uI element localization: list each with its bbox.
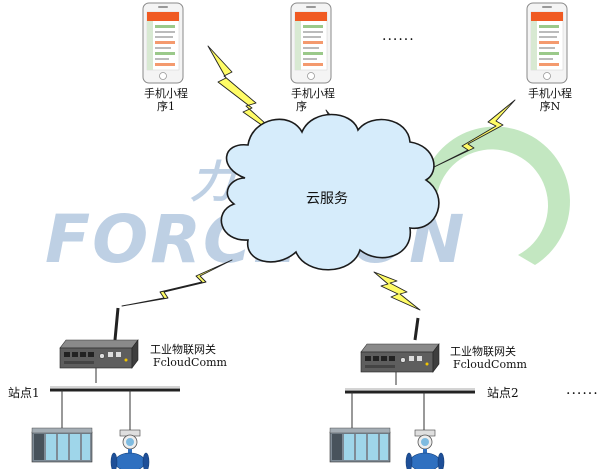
gateway-2 — [360, 317, 440, 373]
plc-2 — [329, 427, 391, 463]
cloud-label: 云服务 — [306, 191, 348, 207]
phone-1 — [142, 2, 184, 84]
phone-2 — [290, 2, 332, 84]
phones-ellipsis: ...... — [382, 28, 415, 44]
gateway-2-label: 工业物联网关 FcloudComm — [450, 345, 527, 371]
station-2-label: 站点2 — [487, 386, 519, 400]
gateway-1 — [59, 307, 139, 369]
phone-1-label: 手机小程 序1 — [144, 87, 188, 113]
station-2-network — [345, 372, 475, 432]
phone-2-label: 手机小程 序 — [291, 87, 335, 113]
bolt-gw2-cloud — [373, 271, 421, 311]
stations-ellipsis: ...... — [566, 382, 599, 398]
flowmeter-1 — [110, 429, 150, 469]
cloud — [220, 113, 440, 271]
station-1-network — [50, 368, 180, 432]
station-1-label: 站点1 — [8, 386, 40, 400]
phone-3 — [526, 2, 568, 84]
watermark-ring — [420, 126, 570, 265]
plc-1 — [31, 427, 93, 463]
phone-3-label: 手机小程 序N — [528, 87, 572, 113]
bolt-gw1-cloud — [121, 259, 233, 307]
flowmeter-2 — [405, 429, 445, 469]
gateway-1-label: 工业物联网关 FcloudComm — [150, 343, 227, 369]
